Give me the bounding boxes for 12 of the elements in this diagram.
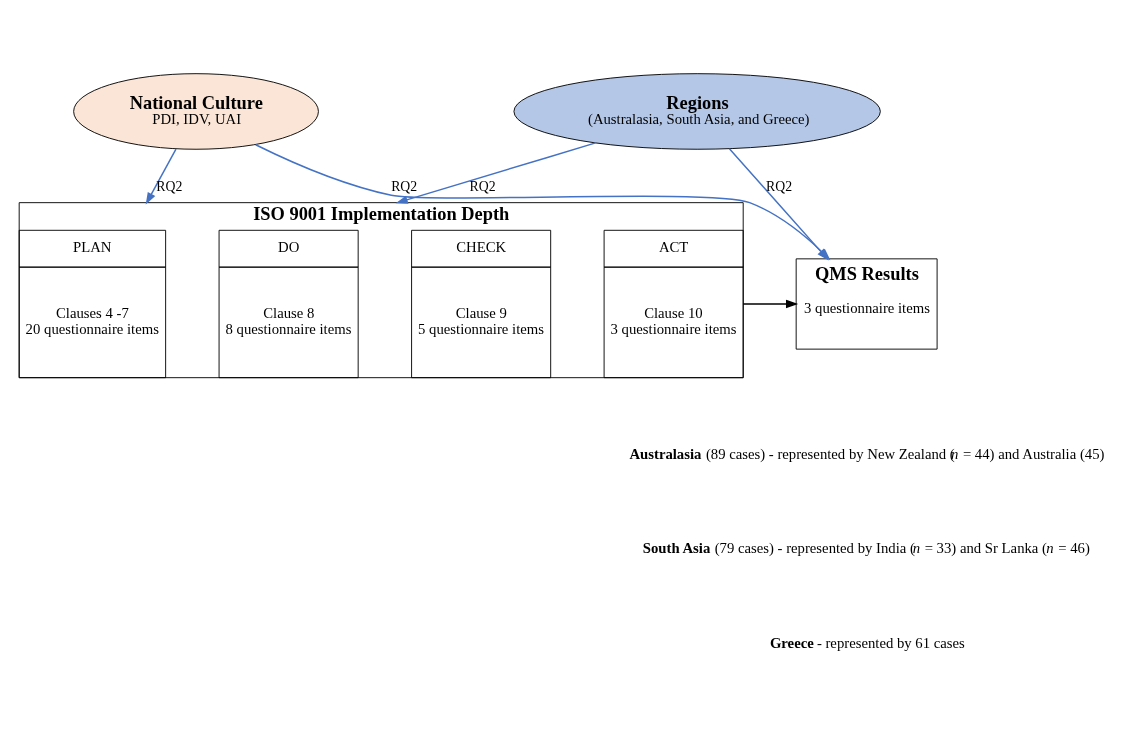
edge-label: RQ2 [469,178,496,194]
node-ellipse: Regions (Australasia, South Asia, and Greece) [513,72,881,150]
node-ellipse: National Culture PDI, IDV, UAI [73,72,319,150]
arrow [742,299,799,308]
arrow [395,141,597,204]
label: Greece - represented by 61 cases [769,634,965,651]
node-box: QMS Results 3 questionnaire items [795,257,938,350]
label: South Asia (79 cases) - represented by India (n = 33) and Sr Lanka (n = 46) [642,539,1090,556]
edge-label: RQ2 [766,178,793,194]
edge-label: RQ2 [156,178,183,194]
edge-label: RQ2 [391,178,418,194]
arrow [145,147,177,205]
